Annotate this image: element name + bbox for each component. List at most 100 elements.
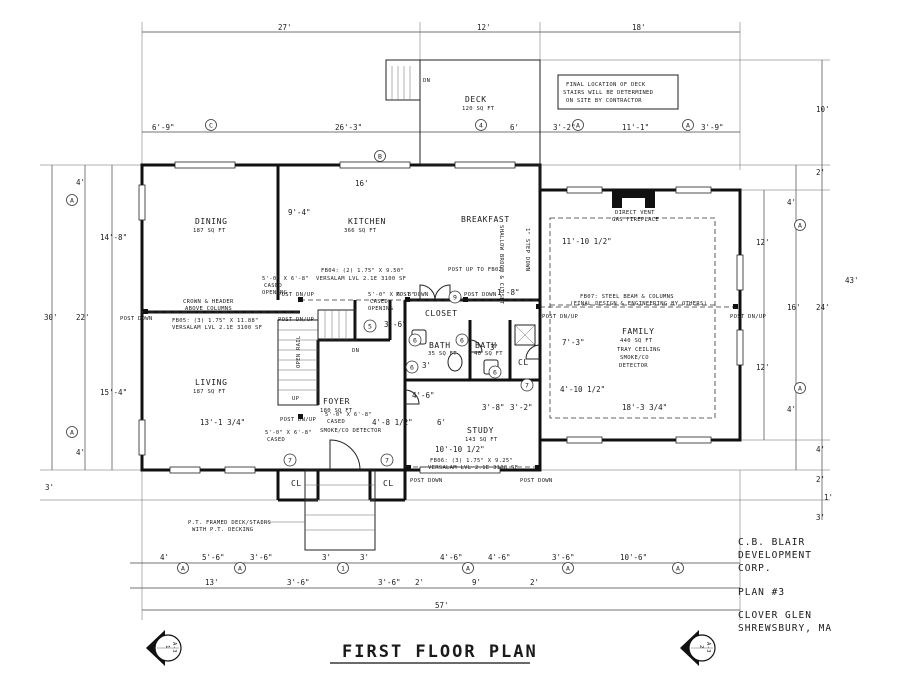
svg-text:43': 43': [845, 276, 859, 285]
svg-text:POST DN/UP: POST DN/UP: [730, 314, 767, 320]
svg-text:UP: UP: [292, 396, 300, 402]
svg-text:3'-8": 3'-8": [482, 403, 505, 412]
svg-text:3': 3': [45, 483, 54, 492]
svg-text:POST DOWN: POST DOWN: [410, 478, 443, 484]
svg-text:11'-1": 11'-1": [622, 123, 649, 132]
svg-text:A: A: [70, 429, 74, 437]
svg-text:A: A: [238, 565, 242, 573]
svg-text:1: 1: [341, 565, 345, 573]
svg-text:5: 5: [368, 323, 372, 331]
svg-text:6: 6: [413, 337, 417, 345]
svg-text:2': 2': [816, 475, 825, 484]
svg-text:A: A: [566, 565, 570, 573]
svg-text:POST DOWN: POST DOWN: [464, 292, 497, 298]
bubble-5: 5: [363, 319, 377, 333]
svg-text:6: 6: [460, 337, 464, 345]
svg-text:POST UP TO FB02: POST UP TO FB02: [448, 267, 502, 273]
svg-text:GAS FIREPLACE: GAS FIREPLACE: [612, 217, 659, 223]
svg-text:4': 4': [816, 445, 825, 454]
svg-text:C.B. BLAIR: C.B. BLAIR: [738, 537, 805, 548]
svg-text:180 SQ FT: 180 SQ FT: [320, 408, 353, 414]
svg-text:3'-6": 3'-6": [378, 578, 401, 587]
title-block: C.B. BLAIR DEVELOPMENT CORP. PLAN #3 CLO…: [738, 537, 831, 634]
svg-text:4': 4': [76, 448, 85, 457]
bubble-7a: 7: [283, 453, 297, 467]
svg-text:DIRECT VENT: DIRECT VENT: [615, 210, 655, 216]
svg-text:440 SQ FT: 440 SQ FT: [620, 338, 653, 344]
svg-text:14'-8": 14'-8": [100, 233, 127, 242]
svg-text:A: A: [466, 565, 470, 573]
svg-text:5'-0" X 6'-8": 5'-0" X 6'-8": [368, 292, 415, 298]
svg-text:143 SQ FT: 143 SQ FT: [465, 437, 498, 443]
svg-text:6: 6: [493, 369, 497, 377]
bubble-a-left2: A: [66, 426, 78, 438]
bubble-a-right1: A: [794, 219, 806, 231]
svg-text:9: 9: [453, 294, 457, 302]
bubble-a-top1: A: [572, 119, 584, 131]
svg-text:3': 3': [422, 361, 431, 370]
svg-text:4'-6": 4'-6": [440, 553, 463, 562]
svg-text:2': 2': [530, 578, 539, 587]
svg-text:FB05: (3) 1.75" X 11.88": FB05: (3) 1.75" X 11.88": [172, 318, 259, 324]
bubble-6c: 6: [405, 360, 419, 374]
svg-text:3': 3': [816, 513, 825, 522]
svg-text:12': 12': [756, 238, 770, 247]
svg-text:7'-3": 7'-3": [562, 338, 585, 347]
svg-text:3'-6": 3'-6": [552, 553, 575, 562]
bubble-a-bot5: A: [672, 562, 684, 574]
svg-text:CASED: CASED: [264, 283, 282, 289]
svg-text:3'-2": 3'-2": [510, 403, 533, 412]
room-labels: DECK 120 SQ FT DINING 187 SQ FT KITCHEN …: [193, 95, 660, 488]
svg-text:A: A: [676, 565, 680, 573]
bubble-6b: 6: [455, 333, 469, 347]
svg-text:3'-6": 3'-6": [287, 578, 310, 587]
svg-text:DEVELOPMENT: DEVELOPMENT: [738, 550, 812, 561]
bubble-a-bot4: A: [562, 562, 574, 574]
svg-text:A-3: A-3: [705, 642, 711, 653]
fireplace-icon: [612, 190, 655, 208]
svg-text:KITCHEN: KITCHEN: [348, 217, 386, 226]
svg-text:A: A: [70, 197, 74, 205]
svg-text:4'-6": 4'-6": [488, 553, 511, 562]
svg-text:A: A: [181, 565, 185, 573]
svg-text:VERSALAM LVL 2.1E 3100 SF: VERSALAM LVL 2.1E 3100 SF: [428, 465, 518, 471]
svg-text:FINAL LOCATION OF DECK: FINAL LOCATION OF DECK: [566, 82, 646, 88]
svg-text:6: 6: [410, 364, 414, 372]
svg-text:5'-0" X 6'-8": 5'-0" X 6'-8": [262, 276, 309, 282]
svg-text:6': 6': [510, 123, 519, 132]
svg-text:10'-10 1/2": 10'-10 1/2": [435, 445, 485, 454]
svg-text:POST DN/UP: POST DN/UP: [278, 292, 315, 298]
windows: [138, 161, 744, 474]
svg-text:12': 12': [756, 363, 770, 372]
svg-text:1': 1': [824, 493, 833, 502]
svg-text:P.T. FRAMED DECK/STAIRS: P.T. FRAMED DECK/STAIRS: [188, 520, 271, 526]
svg-text:6'-9": 6'-9": [152, 123, 175, 132]
svg-text:CASED: CASED: [327, 419, 345, 425]
svg-text:DETECTOR: DETECTOR: [619, 363, 648, 369]
svg-text:B: B: [378, 153, 382, 161]
svg-text:DECK: DECK: [465, 95, 487, 104]
front-stairs: [304, 469, 376, 551]
svg-text:ABOVE COLUMNS: ABOVE COLUMNS: [185, 306, 232, 312]
svg-text:CROWN & HEADER: CROWN & HEADER: [183, 299, 234, 305]
svg-text:16': 16': [355, 179, 369, 188]
svg-text:10'-6": 10'-6": [620, 553, 647, 562]
svg-text:3': 3': [490, 343, 499, 352]
svg-text:SMOKE/CO: SMOKE/CO: [620, 355, 649, 361]
svg-text:CL: CL: [383, 479, 394, 488]
svg-text:4': 4': [160, 553, 169, 562]
svg-text:15'-4": 15'-4": [100, 388, 127, 397]
dimension-lines: [40, 22, 830, 620]
svg-text:9'-4": 9'-4": [288, 208, 311, 217]
svg-text:(FINAL DESIGN & ENGINEERING BY: (FINAL DESIGN & ENGINEERING BY OTHERS): [570, 301, 707, 307]
svg-text:9': 9': [472, 578, 481, 587]
svg-text:2: 2: [698, 645, 704, 649]
bottom-dimension-text: 4' 5'-6" 3'-6" 3' 3' 4'-6" 4'-6" 3'-6" 1…: [160, 553, 647, 610]
svg-text:27': 27': [278, 23, 292, 32]
svg-text:26'-3": 26'-3": [335, 123, 362, 132]
svg-text:A: A: [686, 122, 690, 130]
svg-text:POST DN/UP: POST DN/UP: [542, 314, 579, 320]
svg-text:SMOKE/CO DETECTOR: SMOKE/CO DETECTOR: [320, 428, 382, 434]
svg-text:CL: CL: [518, 358, 529, 367]
